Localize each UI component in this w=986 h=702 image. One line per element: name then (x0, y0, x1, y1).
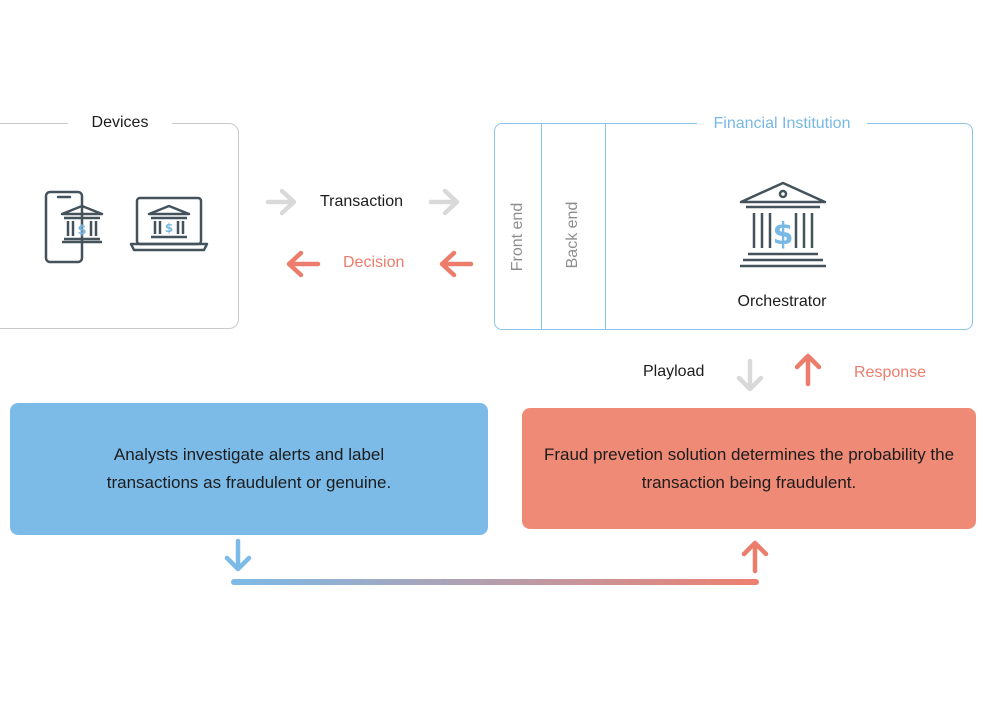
transaction-label: Transaction (320, 193, 403, 210)
front-end-divider (541, 123, 542, 330)
feedback-loop-bar (231, 579, 759, 585)
response-arrow-up-icon (794, 353, 822, 387)
analyst-box-text: Analysts investigate alerts and label tr… (106, 445, 392, 492)
payload-arrow-down-icon (736, 358, 764, 392)
laptop-bank-icon: $ (129, 196, 209, 252)
fraud-prevention-box: Fraud prevetion solution determines the … (522, 408, 976, 529)
back-end-divider (605, 123, 606, 330)
financial-institution-title: Financial Institution (697, 115, 867, 133)
orchestrator-label: Orchestrator (737, 293, 827, 310)
devices-title: Devices (68, 114, 172, 132)
front-end-label: Front end (509, 202, 526, 272)
svg-text:$: $ (773, 217, 794, 252)
smartphone-bank-icon: $ (44, 190, 104, 264)
transaction-arrow-left-icon (265, 188, 297, 216)
bank-icon: $ (739, 181, 827, 268)
fraud-box-text: Fraud prevetion solution determines the … (543, 444, 955, 492)
decision-arrow-left-icon (286, 250, 321, 278)
svg-text:$: $ (165, 221, 173, 235)
analyst-box: Analysts investigate alerts and label tr… (10, 403, 488, 535)
analyst-arrow-down-icon (224, 538, 252, 572)
response-label: Response (854, 364, 927, 381)
payload-label: Playload (643, 363, 705, 380)
decision-label: Decision (343, 254, 405, 271)
fraud-arrow-up-icon (741, 540, 769, 574)
transaction-arrow-right-icon (428, 188, 460, 216)
devices-icons: $ $ (44, 190, 209, 264)
svg-text:$: $ (77, 223, 86, 238)
back-end-label: Back end (564, 201, 581, 269)
decision-arrow-right-icon (439, 250, 474, 278)
